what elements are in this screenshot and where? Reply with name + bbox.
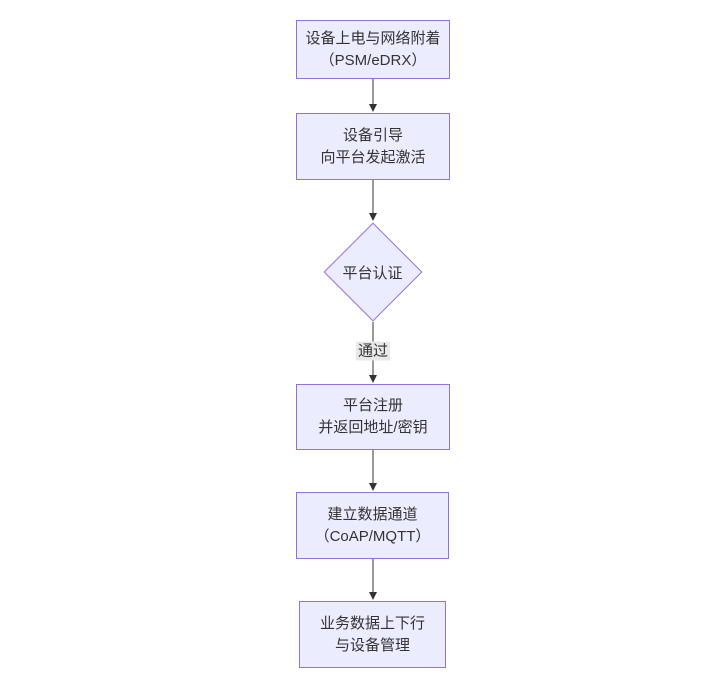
node-label-line: 建立数据通道: [327, 505, 418, 523]
node-business-data-device-mgmt: 业务数据上下行 与设备管理: [299, 601, 446, 668]
node-label-line: 设备引导: [342, 126, 403, 144]
node-bootstrap-activate: 设备引导 向平台发起激活: [296, 113, 450, 180]
arrowhead-n5-n6: [369, 592, 377, 600]
node-label-line: 设备上电与网络附着: [305, 29, 441, 47]
arrowhead-n4-n5: [369, 483, 377, 491]
arrowhead-n1-n2: [369, 104, 377, 112]
node-label-line: （CoAP/MQTT）: [314, 527, 431, 545]
node-label-line: 平台注册: [342, 397, 403, 414]
node-platform-register: 平台注册 并返回地址/密钥: [296, 384, 450, 450]
node-label-line: 与设备管理: [334, 636, 410, 654]
node-label-line: 业务数据上下行: [319, 614, 425, 632]
node-power-on-network-attach: 设备上电与网络附着 （PSM/eDRX）: [296, 20, 450, 79]
arrowhead-n3-n4: [369, 375, 377, 383]
node-label-line: 向平台发起激活: [320, 148, 426, 166]
node-data-channel: 建立数据通道 （CoAP/MQTT）: [296, 492, 449, 559]
node-label-line: （PSM/eDRX）: [319, 51, 427, 69]
node-platform-auth-decision: 平台认证: [322, 222, 423, 322]
node-label-line: 平台认证: [342, 264, 403, 282]
node-label-line: 并返回地址/密钥: [318, 419, 428, 436]
edge-label-pass: 通过: [355, 341, 391, 361]
arrowhead-n2-n3: [369, 213, 377, 221]
